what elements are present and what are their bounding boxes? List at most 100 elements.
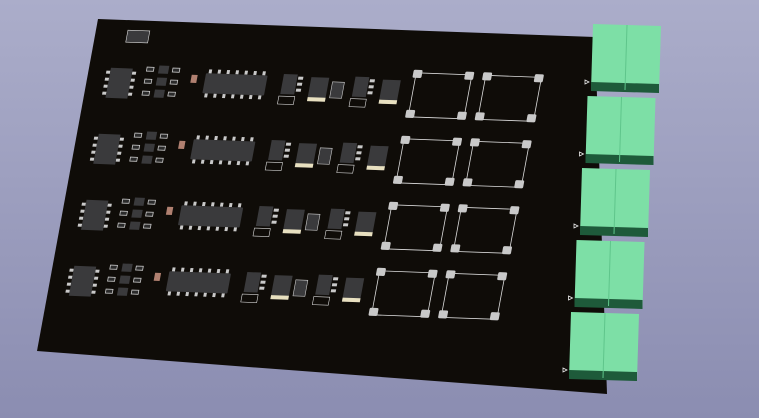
transistor-pin <box>332 277 339 281</box>
smd-capacitor <box>145 211 154 217</box>
channel-row <box>77 197 520 255</box>
ic-pin <box>106 210 111 214</box>
smd-resistor <box>129 156 138 162</box>
smd-resistor <box>131 144 141 150</box>
inductor <box>292 279 309 297</box>
pad <box>497 272 508 281</box>
ic-pin <box>77 223 83 227</box>
ic-pin <box>262 71 266 76</box>
ic-pin <box>214 135 218 141</box>
ic-pin <box>78 216 84 220</box>
ic-pin <box>67 275 73 279</box>
smd-resistor <box>133 132 143 138</box>
silkscreen-outline <box>240 293 259 303</box>
mosfet-body <box>341 277 365 303</box>
transistor-pin <box>355 157 361 161</box>
transistor-pin <box>283 154 290 158</box>
pad <box>392 175 403 184</box>
transistor-pin <box>357 145 363 149</box>
silkscreen-outline <box>407 72 473 120</box>
transistor-body <box>327 208 346 230</box>
silkscreen-outline <box>348 98 367 108</box>
ic-pin <box>230 94 235 99</box>
transistor-pin <box>295 88 302 92</box>
pad <box>450 244 461 253</box>
ic-pin <box>105 70 111 74</box>
smd-resistor <box>141 90 151 96</box>
smd-capacitor <box>142 223 152 229</box>
small-transistor <box>141 155 153 164</box>
inductor <box>304 213 321 231</box>
ic-pin <box>93 136 99 140</box>
ic-pin <box>184 201 188 206</box>
ic-body <box>165 271 231 294</box>
soic14-ic <box>165 267 231 298</box>
small-transistor <box>157 65 170 74</box>
pad <box>445 270 456 279</box>
smd-resistor <box>143 78 153 84</box>
ic-pin <box>201 201 206 207</box>
mosfet-tab <box>341 297 361 303</box>
relay-footprint <box>450 204 520 255</box>
terminal-divider <box>608 240 611 307</box>
ic-pin <box>200 159 205 164</box>
ic-pin <box>91 150 96 154</box>
smd-capacitor <box>132 277 142 283</box>
transistor-body <box>268 140 286 161</box>
small-transistor <box>121 263 133 272</box>
ic-pin <box>189 267 194 273</box>
transistor-pin <box>356 151 362 155</box>
ic-pin <box>131 71 137 75</box>
transistor-pin <box>271 220 277 224</box>
transistor-body <box>280 74 298 95</box>
silkscreen-outline <box>324 230 343 240</box>
ic-pin <box>69 268 74 272</box>
terminal-divider <box>619 96 622 163</box>
mosfet-body <box>366 145 389 171</box>
ic-pin <box>249 137 254 142</box>
pad <box>444 177 455 186</box>
smd-resistor <box>104 288 114 294</box>
mosfet-tab <box>366 165 385 171</box>
ic-body <box>178 205 244 228</box>
small-transistor <box>143 143 155 152</box>
ic-pin <box>103 224 108 228</box>
pin1-marker <box>562 367 568 373</box>
power-transistor <box>240 272 267 303</box>
ic-pin <box>196 135 201 140</box>
smd-resistor <box>117 222 126 228</box>
transistor-pin <box>285 142 292 146</box>
ic-pin <box>103 84 108 88</box>
ic-pin <box>205 135 209 140</box>
relay-footprint <box>368 267 438 318</box>
mosfet-tab <box>354 231 373 237</box>
power-transistor <box>336 142 363 174</box>
ic-pin <box>228 202 233 208</box>
transistor-pin <box>272 214 278 218</box>
ic-pin <box>176 291 181 296</box>
mosfet-tab <box>294 163 314 168</box>
ic-pin <box>223 136 227 141</box>
ic-pin <box>221 293 225 298</box>
pin1-marker <box>573 223 579 229</box>
top-component <box>125 29 151 44</box>
pad <box>514 180 525 189</box>
ic-pin <box>208 69 213 74</box>
pin1-marker <box>568 295 574 301</box>
ic-pin <box>66 282 72 286</box>
silkscreen-outline <box>452 206 518 254</box>
pad <box>420 309 431 318</box>
ic-pin <box>245 161 250 166</box>
pad <box>439 203 450 212</box>
board-components <box>65 29 544 321</box>
pad <box>388 201 399 210</box>
ic-pin <box>224 226 229 232</box>
transistor-pin <box>260 280 266 284</box>
soic8-ic <box>65 265 100 297</box>
transistor-pin <box>330 289 337 293</box>
soic14-ic <box>178 201 244 232</box>
ic-pin <box>167 291 172 296</box>
pad <box>412 69 423 78</box>
ic-body <box>105 67 133 99</box>
